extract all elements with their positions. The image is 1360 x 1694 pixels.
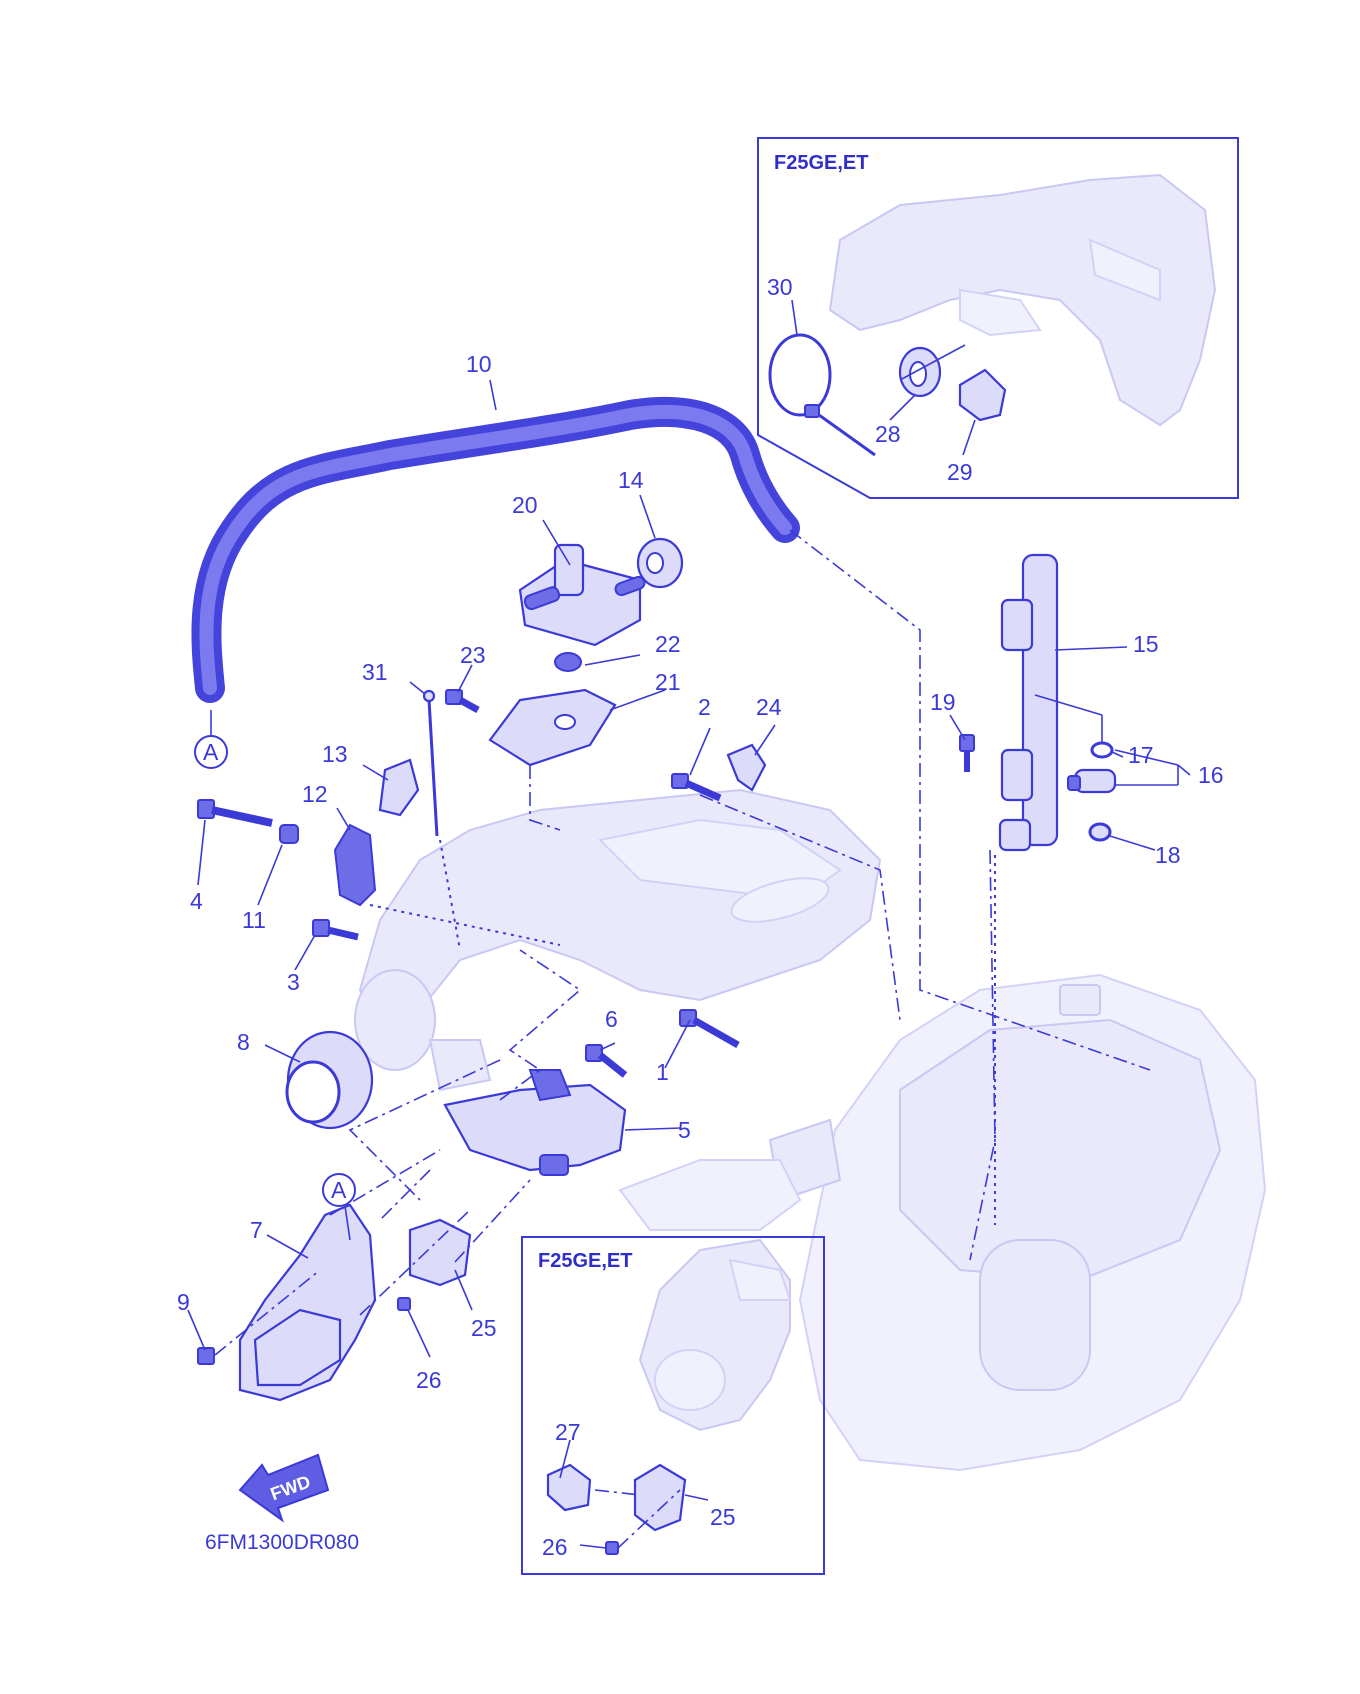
callout-2: 2: [698, 694, 711, 720]
callout-12: 12: [302, 781, 328, 807]
bolt-part-3: [312, 919, 359, 941]
leader-lines: [187, 299, 1191, 1549]
callout-labels: 1 2 3 4 5 6 7 8 9 10 11 12 13 14 15 16 1…: [177, 274, 1224, 1560]
callout-23: 23: [460, 642, 486, 668]
callout-27-inset: 27: [555, 1419, 581, 1445]
ref-marker-a-top: [194, 710, 228, 769]
fuel-rail-part-15: [998, 553, 1059, 852]
grommet-part-22: [554, 652, 582, 672]
inset-throttle-ghost: [638, 1238, 792, 1432]
callout-8: 8: [237, 1029, 250, 1055]
ref-marker-a-bottom: [322, 1173, 356, 1241]
callout-19: 19: [930, 689, 956, 715]
screw-part-26-inset: [605, 1541, 619, 1555]
washer-part-18: [1088, 822, 1112, 842]
callout-14: 14: [618, 467, 644, 493]
callout-24: 24: [756, 694, 782, 720]
screw-part-26: [397, 1297, 411, 1311]
inset-manifold-ghost: [828, 173, 1217, 427]
fitting-part-20: [518, 543, 646, 647]
callout-13: 13: [322, 741, 348, 767]
callout-18: 18: [1155, 842, 1181, 868]
intake-manifold-ghost: [354, 788, 882, 1092]
inset-title-bottom: F25GE,ET: [538, 1250, 632, 1272]
bolt-part-1: [679, 1009, 740, 1049]
sensor-part-24: [726, 743, 767, 792]
callout-3: 3: [287, 969, 300, 995]
bolt-part-2: [671, 773, 722, 802]
bracket-part-25-inset: [633, 1463, 687, 1532]
bolt-part-9: [197, 1347, 215, 1365]
callout-15: 15: [1133, 631, 1159, 657]
ref-marker-a-top-label: A: [203, 739, 219, 765]
diagram-code: 6FM1300DR080: [205, 1531, 359, 1554]
callout-22: 22: [655, 631, 681, 657]
callout-31: 31: [362, 659, 388, 685]
inset-frame-bottom: [521, 1236, 825, 1575]
callout-4: 4: [190, 888, 203, 914]
bracket-part-21: [488, 688, 617, 767]
seal-part-8: [285, 1030, 374, 1130]
injector-part-16: [1067, 768, 1117, 794]
fwd-arrow-icon: [238, 1453, 330, 1523]
callout-11: 11: [242, 907, 266, 933]
callout-21: 21: [655, 669, 681, 695]
plate-part-12: [333, 823, 377, 907]
callout-1: 1: [656, 1059, 669, 1085]
clip-part-13: [378, 758, 420, 817]
callout-5: 5: [678, 1117, 691, 1143]
ref-marker-a-bottom-label: A: [331, 1177, 347, 1203]
callout-20: 20: [512, 492, 538, 518]
bracket-part-25: [408, 1218, 472, 1287]
inset-title-top: F25GE,ET: [774, 152, 868, 174]
clamp-part-14: [636, 537, 684, 589]
callout-28: 28: [875, 421, 901, 447]
throttle-body-part-5: [443, 1069, 627, 1176]
inset-frame-top: [757, 137, 1239, 499]
callout-10: 10: [466, 351, 492, 377]
callout-7: 7: [250, 1217, 263, 1243]
callout-25-inset: 25: [710, 1504, 736, 1530]
bolt-part-19: [959, 734, 975, 772]
clamp-part-29: [958, 368, 1007, 422]
bolt-part-23: [445, 689, 480, 714]
callout-26-inset: 26: [542, 1534, 568, 1560]
callout-29: 29: [947, 459, 973, 485]
bolt-part-6: [585, 1044, 628, 1078]
cable-tie-part-30: [768, 333, 876, 457]
callout-25: 25: [471, 1315, 497, 1341]
hose-part-10: [191, 397, 800, 703]
bracket-part-27: [546, 1463, 592, 1512]
callout-9: 9: [177, 1289, 190, 1315]
callout-6: 6: [605, 1006, 618, 1032]
callout-16: 16: [1198, 762, 1224, 788]
clamp-part-28: [898, 346, 942, 398]
bolt-part-4: [197, 799, 273, 827]
callout-26: 26: [416, 1367, 442, 1393]
callout-17: 17: [1128, 742, 1154, 768]
callout-30: 30: [767, 274, 793, 300]
collar-part-11: [279, 824, 299, 844]
engine-block-ghost: [618, 973, 1267, 1472]
o-ring-part-17: [1090, 741, 1114, 759]
tie-part-31: [422, 689, 439, 837]
assembly-lines: [214, 529, 1151, 1549]
